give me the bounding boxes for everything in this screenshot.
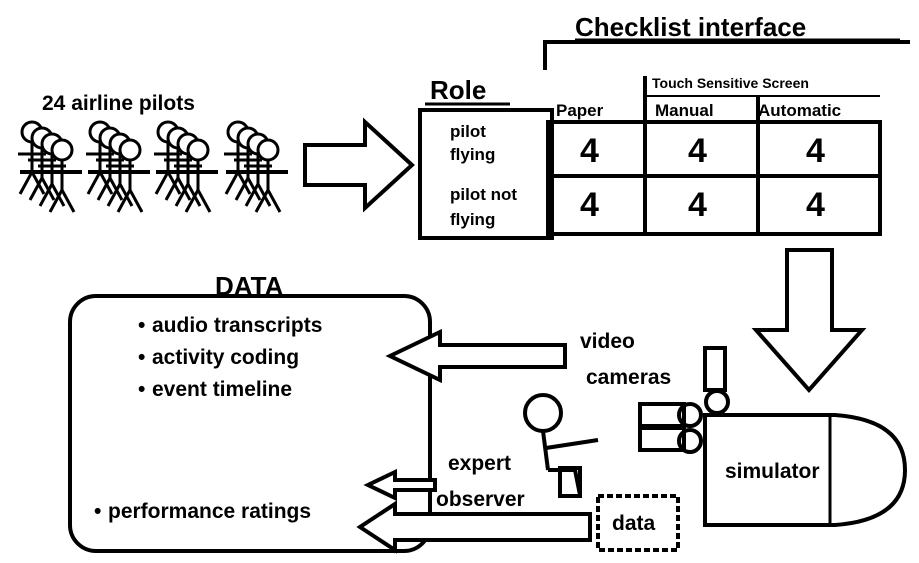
observer-arm [545,438,599,450]
pilot-body [154,142,182,195]
data-file-label: data [612,512,656,535]
bullet-3: • [138,378,145,401]
simulator-label: simulator [725,460,820,483]
data-item-activity-coding: activity coding [152,346,299,369]
row-label-pilot-flying-2: flying [450,145,495,164]
camera-left-1-lens [677,402,703,428]
observer-leg [573,469,582,496]
arrow-datafile-to-data [356,500,592,554]
checklist-bracket [543,40,910,70]
arrow-pilots-to-table [303,117,415,213]
cell-flying-manual: 4 [688,132,707,170]
pilot-head [50,138,74,162]
pilots-label: 24 airline pilots [42,92,195,115]
cell-flying-automatic: 4 [806,132,825,170]
col-header-paper: Paper [556,101,604,120]
pilot-body [164,148,192,201]
col-header-manual: Manual [655,101,714,120]
pilot-body [18,142,46,195]
arrow-video-to-data [385,328,567,384]
pilot-body [244,154,272,207]
simulator-body [703,413,908,527]
checklist-interface-title: Checklist interface [575,12,806,42]
pilot-body [234,148,262,201]
pilot-body [28,148,56,201]
arrow-table-to-simulator [751,248,867,394]
row-label-pilot-not-flying-2: flying [450,210,495,229]
observer-head [523,393,563,433]
pilot-body [38,154,66,207]
data-item-event-timeline: event timeline [152,378,292,401]
video-label-1: video [580,330,635,353]
pilot-body [174,154,202,207]
data-box [68,294,432,553]
row-label-pilot-not-flying-1: pilot not [450,185,517,204]
bullet-1: • [138,314,145,337]
conditions-table: Role Touch Sensitive Screen Paper Manual… [418,75,882,240]
camera-top-body [703,346,727,392]
expert-observer-figure [523,393,599,498]
role-header: Role [430,75,486,105]
bullet-2: • [138,346,145,369]
cell-notflying-manual: 4 [688,186,707,224]
observer-body [541,430,550,471]
data-file-box [596,494,680,552]
data-item-performance-ratings: performance ratings [108,500,311,523]
camera-left-2 [638,426,686,452]
cell-flying-paper: 4 [580,132,599,170]
pilot-head [256,138,280,162]
pilot-body [224,142,252,195]
col-header-automatic: Automatic [758,101,841,120]
observer-label-1: expert [448,452,511,475]
touch-sensitive-header: Touch Sensitive Screen [652,75,809,91]
observer-label-2: observer [436,488,525,511]
bullet-4: • [94,500,101,523]
video-label-2: cameras [586,366,671,389]
pilots-icon-group [18,120,288,213]
simulator-group: simulator [638,346,908,527]
camera-top-lens [704,389,730,415]
pilot-body [86,142,114,195]
cell-notflying-paper: 4 [580,186,599,224]
pilot-head [118,138,142,162]
data-item-audio-transcripts: audio transcripts [152,314,322,337]
arrow-observer-to-data [363,468,437,502]
camera-left-2-lens [677,428,703,454]
pilot-body [106,154,134,207]
pilot-head [186,138,210,162]
row-label-pilot-flying-1: pilot [450,122,486,141]
pilot-body [96,148,124,201]
cell-notflying-automatic: 4 [806,186,825,224]
